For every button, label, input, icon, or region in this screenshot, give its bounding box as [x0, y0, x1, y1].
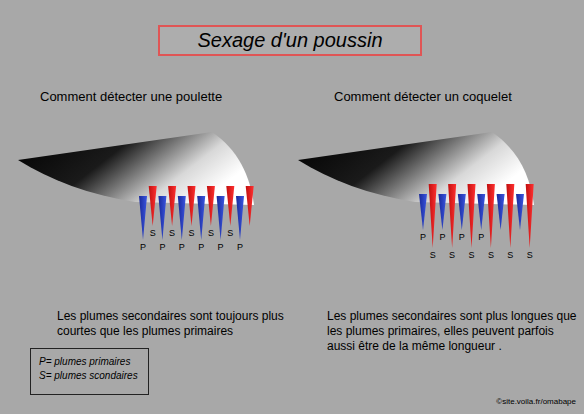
primary-feather: [236, 196, 244, 240]
feather-label: S: [527, 250, 533, 260]
primary-feather: [477, 194, 485, 230]
primary-feather: [217, 196, 225, 240]
feathers: [139, 184, 534, 248]
feather-label: P: [218, 242, 224, 252]
feather-label: P: [420, 232, 426, 242]
feather-label: P: [159, 242, 165, 252]
primary-feather: [497, 194, 505, 230]
secondary-feather: [429, 184, 437, 248]
feather-label: S: [468, 250, 474, 260]
feather-label: P: [140, 242, 146, 252]
secondary-feather: [188, 186, 196, 226]
primary-feather: [158, 196, 166, 240]
explanation-text: Les plumes secondaires sont plus longues…: [327, 309, 582, 354]
secondary-feather: [226, 186, 234, 226]
feather-label: S: [449, 250, 455, 260]
legend-box: P= plumes primairesS= plumes scondaires: [30, 348, 149, 395]
primary-feather: [516, 194, 524, 230]
title-box: Sexage d'un poussin: [158, 25, 422, 56]
feather-label: P: [459, 232, 465, 242]
primary-feather: [419, 194, 427, 230]
primary-feather: [139, 196, 147, 240]
secondary-feather: [506, 184, 514, 248]
legend-entry: S= plumes scondaires: [39, 369, 140, 383]
feather-label: P: [179, 242, 185, 252]
primary-feather: [458, 194, 466, 230]
watermark: ©site.voila.fr/omabape: [496, 397, 576, 406]
secondary-feather: [487, 184, 495, 248]
secondary-feather: [149, 186, 157, 226]
feather-label: P: [439, 232, 445, 242]
feather-label: S: [507, 250, 513, 260]
title: Sexage d'un poussin: [197, 29, 382, 52]
section-heading: Comment détecter un coquelet: [334, 89, 512, 104]
secondary-feather: [468, 184, 476, 248]
secondary-feather: [448, 184, 456, 248]
left-wing: [18, 132, 254, 205]
secondary-feather: [526, 184, 534, 248]
section-heading: Comment détecter une poulette: [40, 89, 222, 104]
legend-entry: P= plumes primaires: [39, 355, 140, 369]
feather-label: S: [150, 228, 156, 238]
primary-feather: [178, 196, 186, 240]
secondary-feather: [168, 186, 176, 226]
feather-label: S: [430, 250, 436, 260]
explanation-text: Les plumes secondaires sont toujours plu…: [57, 309, 302, 339]
primary-feather: [438, 194, 446, 230]
feather-label: S: [488, 250, 494, 260]
secondary-feather: [207, 186, 215, 226]
feather-label: P: [478, 232, 484, 242]
feather-label: P: [198, 242, 204, 252]
secondary-feather: [246, 186, 254, 226]
feather-label: P: [237, 242, 243, 252]
feather-label: S: [188, 228, 194, 238]
feather-label: S: [227, 228, 233, 238]
feather-label: S: [169, 228, 175, 238]
primary-feather: [197, 196, 205, 240]
feather-label: S: [208, 228, 214, 238]
